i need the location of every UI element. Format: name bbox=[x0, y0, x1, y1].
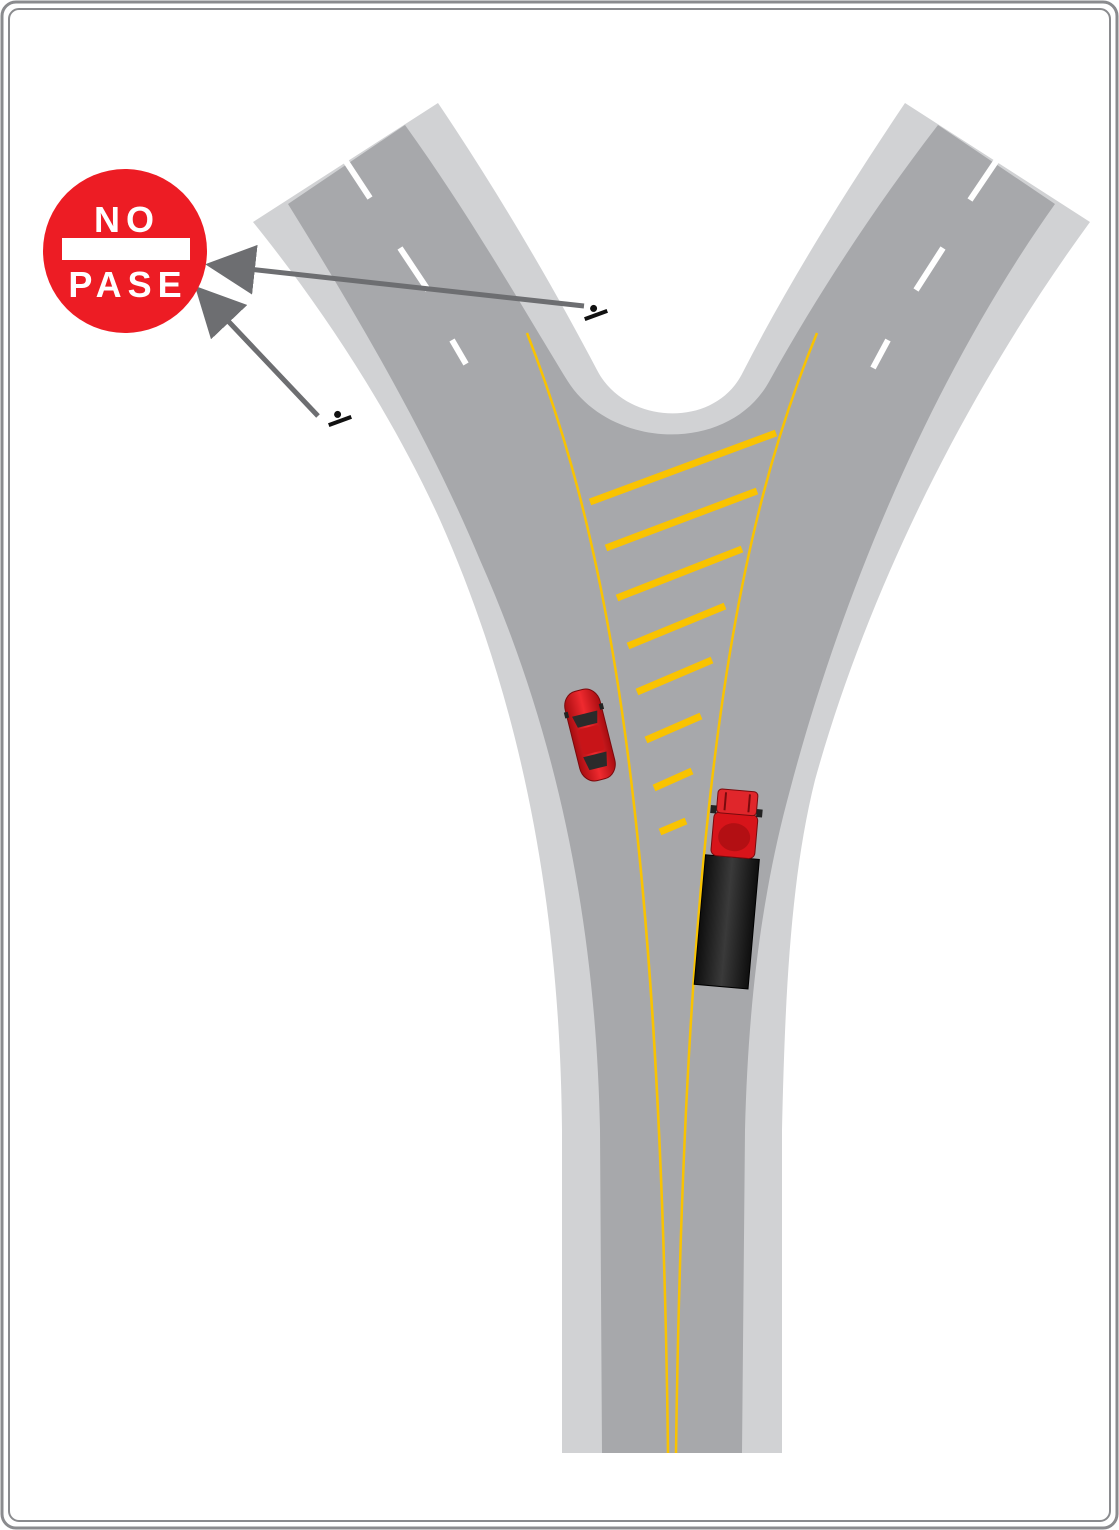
sign-line-2: PASE bbox=[68, 264, 187, 305]
no-pase-sign: NO PASE bbox=[43, 169, 207, 333]
truck-trailer bbox=[694, 855, 759, 989]
sign-line-1: NO bbox=[94, 199, 160, 240]
sign-bar bbox=[62, 238, 190, 260]
